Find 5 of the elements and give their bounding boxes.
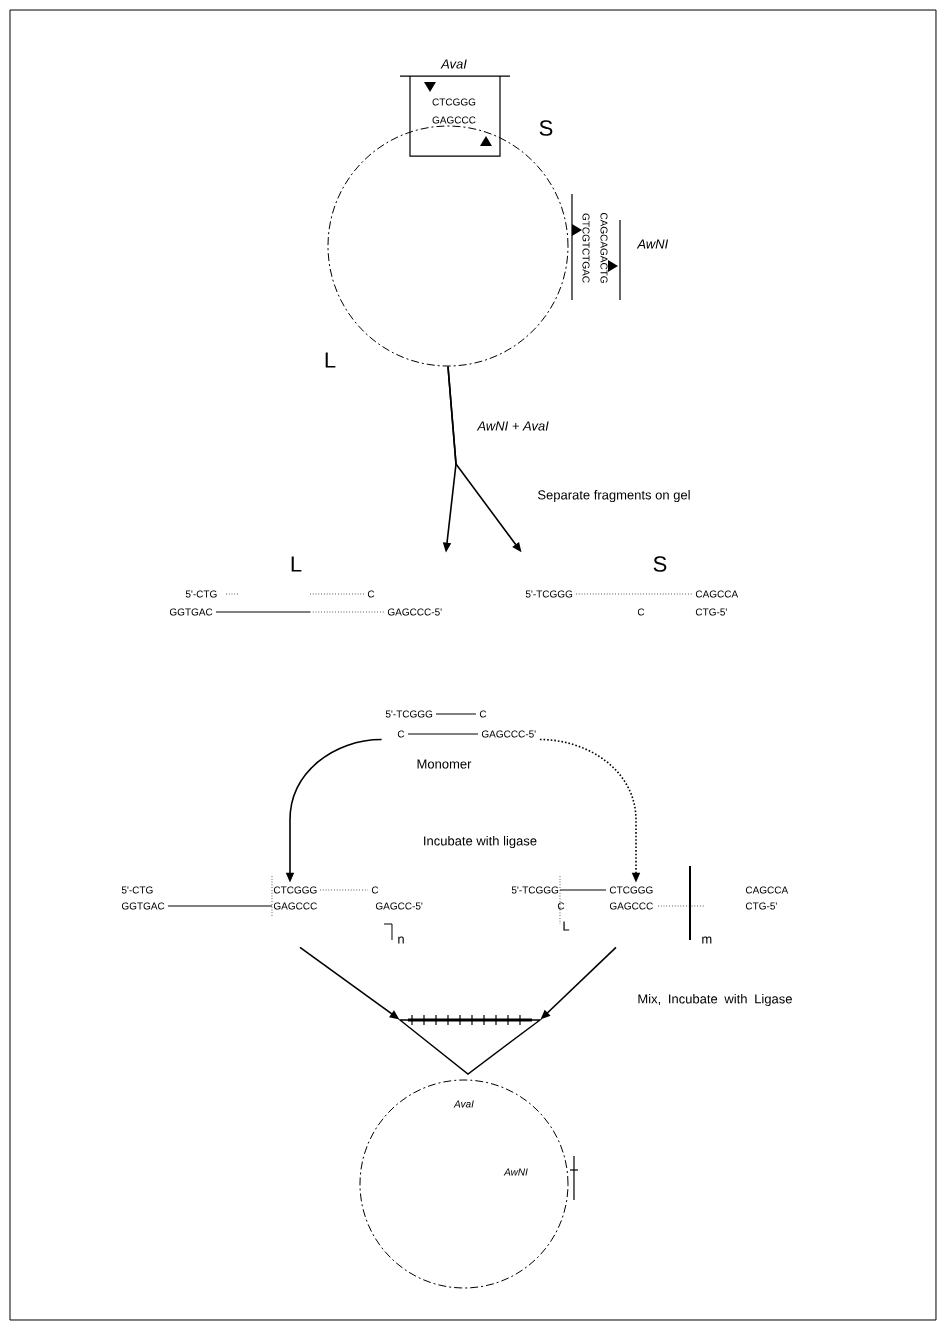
fragment-letter: S bbox=[539, 120, 553, 136]
sequence-text: S bbox=[653, 556, 667, 572]
sequence-text: L bbox=[291, 556, 302, 572]
fragment-letter: L bbox=[325, 352, 336, 368]
plasmid-circle bbox=[359, 1079, 569, 1289]
